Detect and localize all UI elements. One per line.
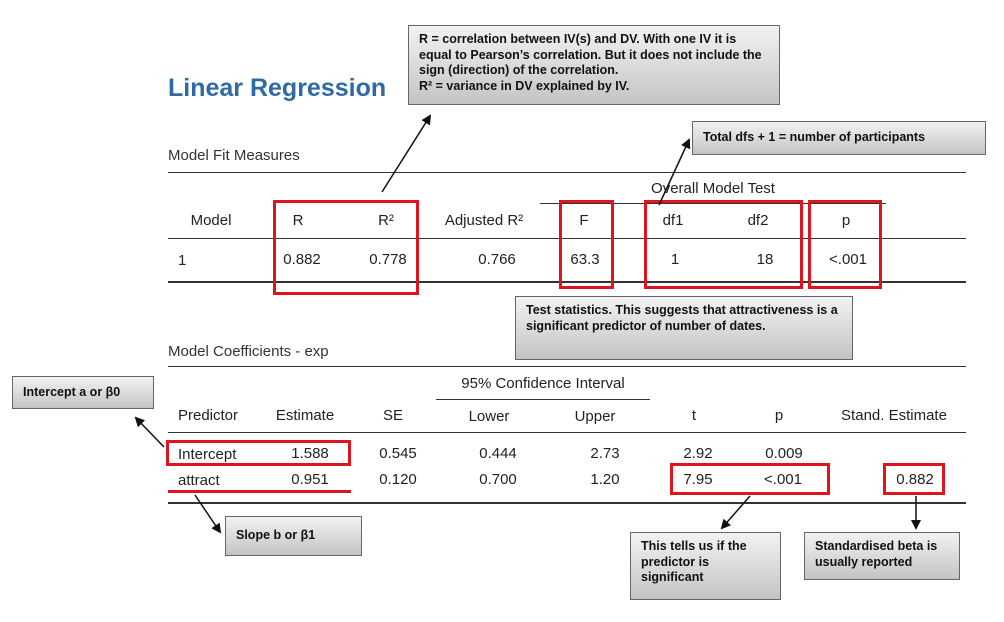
fit-value-adjusted-r2: 0.766 — [478, 251, 516, 268]
coefficients-bottom-rule — [168, 502, 966, 504]
col-header-stand-estimate: Stand. Estimate — [841, 407, 947, 424]
page-title: Linear Regression — [168, 74, 387, 102]
coef-intercept-p: 0.009 — [765, 445, 803, 462]
coef-intercept-predictor: Intercept — [178, 446, 237, 463]
highlight-stand-estimate — [883, 463, 945, 495]
highlight-t-p — [670, 463, 830, 495]
coef-attract-lower: 0.700 — [479, 471, 517, 488]
fit-value-df1: 1 — [670, 251, 680, 268]
coef-attract-p: <.001 — [764, 471, 802, 488]
col-header-r2: R² — [378, 212, 394, 229]
r-explanation-note: R = correlation between IV(s) and DV. Wi… — [408, 25, 780, 105]
fit-value-model: 1 — [178, 252, 187, 269]
coefficients-section-label: Model Coefficients - exp — [168, 343, 329, 360]
highlight-intercept — [166, 440, 351, 466]
arrow-df-note — [658, 138, 691, 206]
coef-attract-predictor: attract — [178, 472, 220, 489]
model-fit-section-label: Model Fit Measures — [168, 147, 300, 164]
df-explanation-note: Total dfs + 1 = number of participants — [692, 121, 986, 155]
coef-attract-t: 7.95 — [683, 471, 713, 488]
col-header-coef-p: p — [774, 407, 784, 424]
coefficients-top-rule — [168, 366, 966, 367]
overall-model-test-header: Overall Model Test — [651, 180, 775, 197]
fit-value-r2: 0.778 — [369, 251, 407, 268]
col-header-t: t — [691, 407, 697, 424]
model-fit-bottom-rule — [168, 281, 966, 283]
col-header-se: SE — [382, 407, 404, 424]
coefficients-header-rule — [168, 432, 966, 433]
coef-attract-stand-estimate: 0.882 — [896, 471, 934, 488]
arrow-r-note — [381, 114, 432, 193]
coef-intercept-estimate: 1.588 — [291, 445, 329, 462]
coef-attract-upper: 1.20 — [590, 471, 620, 488]
coef-intercept-t: 2.92 — [683, 445, 713, 462]
fit-value-f: 63.3 — [570, 251, 600, 268]
standardised-beta-note: Standardised beta is usually reported — [804, 532, 960, 580]
intercept-note: Intercept a or β0 — [12, 376, 154, 409]
coef-attract-estimate: 0.951 — [291, 471, 329, 488]
test-statistics-note: Test statistics. This suggests that attr… — [515, 296, 853, 360]
overall-model-test-rule — [540, 203, 886, 204]
fit-value-p: <.001 — [829, 251, 867, 268]
highlight-r-r2 — [273, 200, 419, 295]
col-header-df2: df2 — [747, 212, 769, 229]
highlight-p — [808, 200, 882, 289]
highlight-df — [644, 200, 803, 289]
col-header-p: p — [841, 212, 851, 229]
col-header-lower: Lower — [468, 408, 510, 425]
model-fit-top-rule — [168, 172, 966, 173]
col-header-adjusted-r2: Adjusted R² — [444, 212, 524, 229]
highlight-f — [559, 200, 614, 289]
arrow-slope-note — [194, 494, 222, 534]
col-header-f: F — [579, 212, 589, 229]
coef-intercept-se: 0.545 — [379, 445, 417, 462]
col-header-estimate: Estimate — [275, 407, 335, 424]
arrow-significance-note — [720, 495, 751, 530]
slope-note: Slope b or β1 — [225, 516, 362, 556]
fit-value-df2: 18 — [756, 251, 774, 268]
coef-intercept-upper: 2.73 — [590, 445, 620, 462]
ci-header-rule — [436, 399, 650, 400]
coef-intercept-lower: 0.444 — [479, 445, 517, 462]
arrow-intercept-note — [134, 416, 165, 448]
significance-note: This tells us if the predictor is signif… — [630, 532, 781, 600]
coef-attract-se: 0.120 — [379, 471, 417, 488]
col-header-r: R — [292, 212, 304, 229]
col-header-predictor: Predictor — [178, 407, 239, 424]
fit-value-r: 0.882 — [283, 251, 321, 268]
col-header-upper: Upper — [574, 408, 616, 425]
col-header-model: Model — [190, 212, 232, 229]
highlight-attract-underline — [168, 490, 351, 493]
model-fit-header-rule — [168, 238, 966, 239]
ci-header: 95% Confidence Interval — [461, 375, 625, 392]
col-header-df1: df1 — [662, 212, 684, 229]
